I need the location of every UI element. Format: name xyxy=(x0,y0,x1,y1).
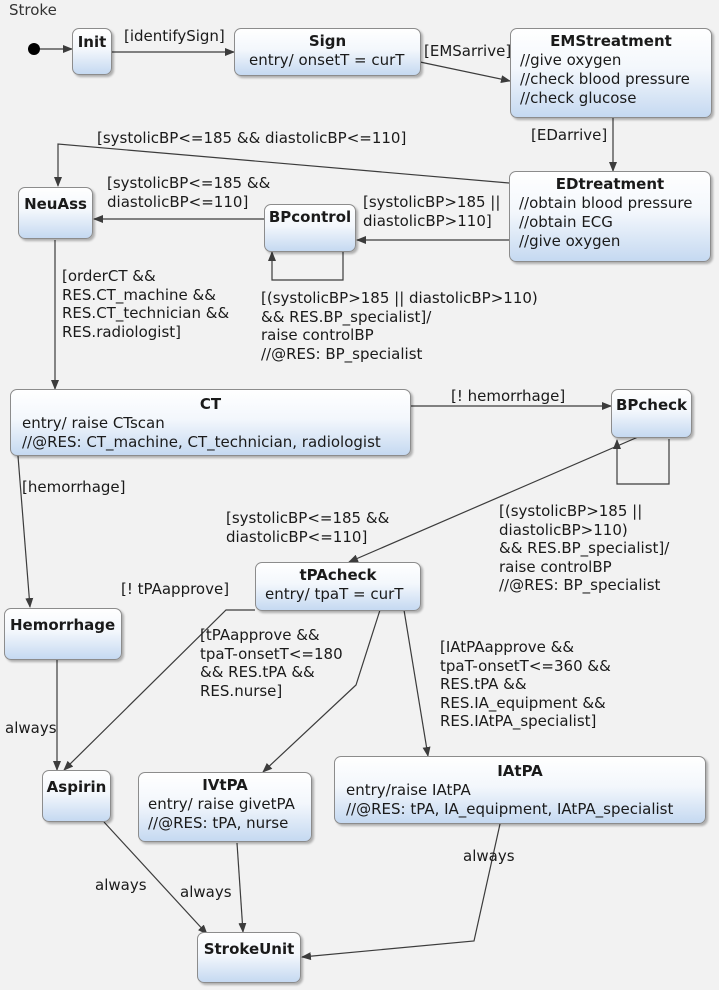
state-ivtpa[interactable]: IVtPA entry/ raise givetPA //@RES: tPA, … xyxy=(138,772,312,842)
state-neuass[interactable]: NeuAss xyxy=(18,187,93,239)
edge-tpacheck-to-ivtpa xyxy=(262,609,381,773)
edge-iatpa-to-strokeunit xyxy=(301,823,501,961)
state-iatpa[interactable]: IAtPA entry/raise IAtPA //@RES: tPA, IA_… xyxy=(334,756,706,824)
state-actions: entry/ raise givetPA //@RES: tPA, nurse xyxy=(148,795,295,832)
label-aspirin-to-strokeunit: always xyxy=(95,876,147,894)
state-edtreatment[interactable]: EDtreatment //obtain blood pressure //ob… xyxy=(509,171,711,262)
label-ed-to-bpcontrol: [systolicBP>185 || diastolicBP>110] xyxy=(363,193,501,230)
state-bpcheck[interactable]: BPcheck xyxy=(611,389,692,438)
state-name: IAtPA xyxy=(497,762,543,780)
edge-bpcontrol-self xyxy=(268,251,344,281)
state-entry-action: entry/ tpaT = curT xyxy=(265,585,404,603)
edge-tpacheck-to-aspirin xyxy=(63,609,255,771)
state-name: tPAcheck xyxy=(299,566,377,584)
state-name: EMStreatment xyxy=(550,32,672,50)
state-name: Hemorrhage xyxy=(10,616,116,634)
state-entry-action: entry/ onsetT = curT xyxy=(249,51,405,69)
state-hemorrhage[interactable]: Hemorrhage xyxy=(4,608,122,660)
state-strokeunit[interactable]: StrokeUnit xyxy=(197,932,301,983)
label-identify-sign: [identifySign] xyxy=(124,27,225,45)
state-name: IVtPA xyxy=(202,776,248,794)
label-tpacheck-to-aspirin: [! tPAapprove] xyxy=(121,580,230,598)
state-name: Aspirin xyxy=(46,778,107,796)
label-ed-to-neuass: [systolicBP<=185 && diastolicBP<=110] xyxy=(97,129,407,147)
state-name: Sign xyxy=(308,32,347,50)
edge-edtreatment-to-neuass xyxy=(54,143,510,187)
state-actions: //give oxygen //check blood pressure //c… xyxy=(520,51,690,107)
edge-aspirin-to-strokeunit xyxy=(103,821,208,935)
state-emstreatment[interactable]: EMStreatment //give oxygen //check blood… xyxy=(510,28,712,118)
label-hemorrhage-to-aspirin: always xyxy=(5,719,57,737)
label-ct-to-hemorrhage: [hemorrhage] xyxy=(22,478,126,496)
state-tpacheck[interactable]: tPAcheck entry/ tpaT = curT xyxy=(255,562,421,611)
state-name: CT xyxy=(199,395,222,413)
label-bpcheck-self: [(systolicBP>185 || diastolicBP>110) && … xyxy=(499,502,670,594)
label-ems-arrive: [EMSarrive] xyxy=(424,42,512,60)
label-tpacheck-to-iatpa: [IAtPAapprove && tpaT-onsetT<=360 && RES… xyxy=(440,638,611,730)
label-neuass-to-ct: [orderCT && RES.CT_machine && RES.CT_tec… xyxy=(62,267,230,341)
state-name: EDtreatment xyxy=(555,175,665,193)
label-bpcontrol-self: [(systolicBP>185 || diastolicBP>110) && … xyxy=(261,289,538,363)
state-init[interactable]: Init xyxy=(72,28,112,75)
state-name: Init xyxy=(77,33,107,51)
state-aspirin[interactable]: Aspirin xyxy=(42,770,111,822)
state-sign[interactable]: Sign entry/ onsetT = curT xyxy=(234,28,421,76)
state-name: BPcheck xyxy=(615,396,688,414)
label-tpacheck-to-ivtpa: [tPAapprove && tpaT-onsetT<=180 && RES.t… xyxy=(200,626,343,700)
state-actions: entry/ raise CTscan //@RES: CT_machine, … xyxy=(22,414,381,451)
label-ed-arrive: [EDarrive] xyxy=(531,126,608,144)
label-iatpa-to-strokeunit: always xyxy=(463,847,515,865)
label-ivtpa-to-strokeunit: always xyxy=(180,883,232,901)
label-bpcontrol-to-neuass: [systolicBP<=185 && diastolicBP<=110] xyxy=(107,174,271,211)
state-actions: //obtain blood pressure //obtain ECG //g… xyxy=(519,194,693,250)
diagram-title: Stroke xyxy=(9,1,57,19)
edge-tpacheck-to-iatpa xyxy=(403,609,431,757)
edge-bpcheck-self xyxy=(613,439,670,485)
edge-bpcheck-to-tpacheck xyxy=(348,436,639,563)
label-bpcheck-to-tpacheck: [systolicBP<=185 && diastolicBP<=110] xyxy=(226,509,390,546)
initial-pseudostate xyxy=(28,43,40,55)
state-ct[interactable]: CT entry/ raise CTscan //@RES: CT_machin… xyxy=(10,389,411,456)
edge-sign-to-emstreatment xyxy=(419,61,511,84)
state-actions: entry/raise IAtPA //@RES: tPA, IA_equipm… xyxy=(346,781,674,818)
edge-ct-to-hemorrhage xyxy=(17,455,34,608)
label-ct-to-bpcheck: [! hemorrhage] xyxy=(451,387,566,405)
state-name: BPcontrol xyxy=(268,208,352,226)
edge-ivtpa-to-strokeunit xyxy=(236,842,247,933)
state-name: StrokeUnit xyxy=(203,940,295,958)
state-name: NeuAss xyxy=(24,195,87,213)
state-bpcontrol[interactable]: BPcontrol xyxy=(264,204,356,252)
